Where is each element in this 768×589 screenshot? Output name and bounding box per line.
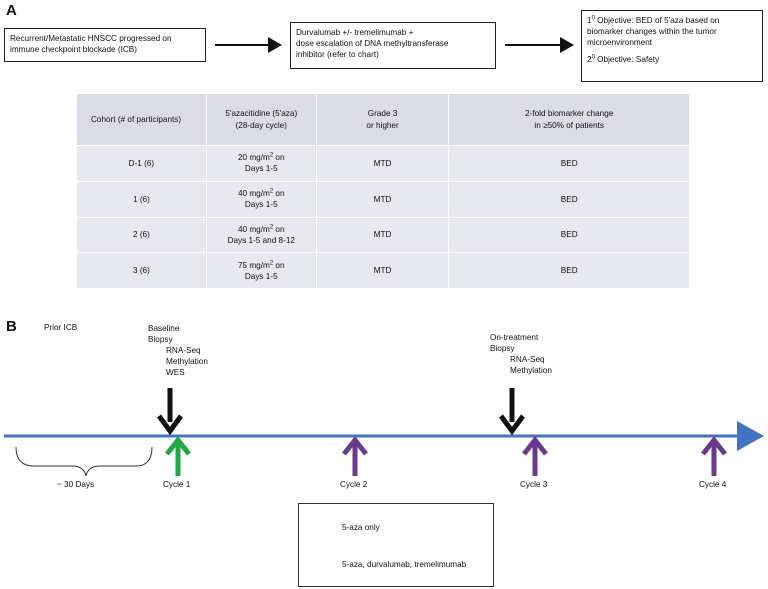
objectives-box: 10 Objective: BED of 5'aza based on biom… bbox=[581, 10, 763, 82]
flow-arrows bbox=[215, 37, 574, 53]
cycle-2-purple-arrow-icon bbox=[342, 435, 368, 476]
panel-b-label: B bbox=[6, 318, 17, 335]
cycle-3-purple-arrow-icon bbox=[522, 435, 548, 476]
cell-cohort: 2 (6) bbox=[76, 216, 207, 254]
cell-grade: MTD bbox=[315, 180, 450, 218]
cycle-1-label: Cycle 1 bbox=[163, 480, 191, 489]
on-treatment-biopsy-label: On-treatment Biopsy RNA-Seq Methylation bbox=[490, 333, 552, 376]
treatment-line-3: inhibitor (refer to chart) bbox=[296, 50, 379, 60]
legend-green-label: 5-aza only bbox=[342, 523, 380, 532]
cycle-1-green-arrow-icon bbox=[165, 435, 191, 476]
table-header-row: Cohort (# of participants) 5'azacitidine… bbox=[76, 93, 690, 146]
cell-cohort: D-1 (6) bbox=[76, 145, 207, 182]
on-treatment-biopsy-arrow bbox=[498, 388, 526, 436]
population-box: Recurrent/Metastatic HNSCC progressed on… bbox=[4, 28, 206, 62]
treatment-line-2: dose escalation of DNA methyltransferase bbox=[296, 39, 449, 49]
cell-grade: MTD bbox=[315, 252, 450, 289]
cycle-2-label: Cycle 2 bbox=[340, 480, 368, 489]
population-line-1: Recurrent/Metastatic HNSCC progressed on bbox=[10, 34, 172, 43]
cycle-4-label: Cycle 4 bbox=[699, 480, 727, 489]
baseline-biopsy-arrow bbox=[156, 388, 184, 436]
primary-objective-line-2: biomarker changes within the tumor bbox=[587, 27, 717, 37]
panel-a-label: A bbox=[6, 2, 17, 19]
duration-label: ~ 30 Days bbox=[57, 480, 95, 489]
cell-biomarker: BED bbox=[448, 252, 690, 289]
primary-objective-line-3: microenvironment bbox=[587, 38, 653, 48]
duration-brace bbox=[15, 446, 153, 477]
secondary-objective: 20 Objective: Safety bbox=[587, 54, 660, 65]
cell-biomarker: BED bbox=[448, 180, 690, 218]
cell-grade: MTD bbox=[315, 216, 450, 254]
treatment-box: Durvalumab +/- tremelimumab + dose escal… bbox=[290, 22, 496, 69]
header-cohort: Cohort (# of participants) bbox=[76, 93, 207, 146]
cohort-table: Cohort (# of participants) 5'azacitidine… bbox=[76, 93, 690, 289]
treatment-line-1: Durvalumab +/- tremelimumab + bbox=[296, 28, 414, 37]
cycle-3-label: Cycle 3 bbox=[520, 480, 548, 489]
legend-box bbox=[298, 503, 494, 587]
population-line-2: immune checkpoint blockade (ICB) bbox=[10, 45, 137, 55]
header-dose: 5'azacitidine (5'aza)(28-day cycle) bbox=[205, 93, 317, 146]
cycle-4-purple-arrow-icon bbox=[701, 435, 727, 476]
cell-cohort: 3 (6) bbox=[76, 252, 207, 289]
primary-objective-line-1: 10 Objective: BED of 5'aza based on bbox=[587, 15, 720, 25]
baseline-biopsy-label: Baseline Biopsy RNA-Seq Methylation WES bbox=[148, 324, 208, 378]
prior-icb-label: Prior ICB bbox=[44, 323, 78, 332]
legend-purple-label: 5-aza, durvalumab, tremelimumab bbox=[342, 560, 467, 569]
